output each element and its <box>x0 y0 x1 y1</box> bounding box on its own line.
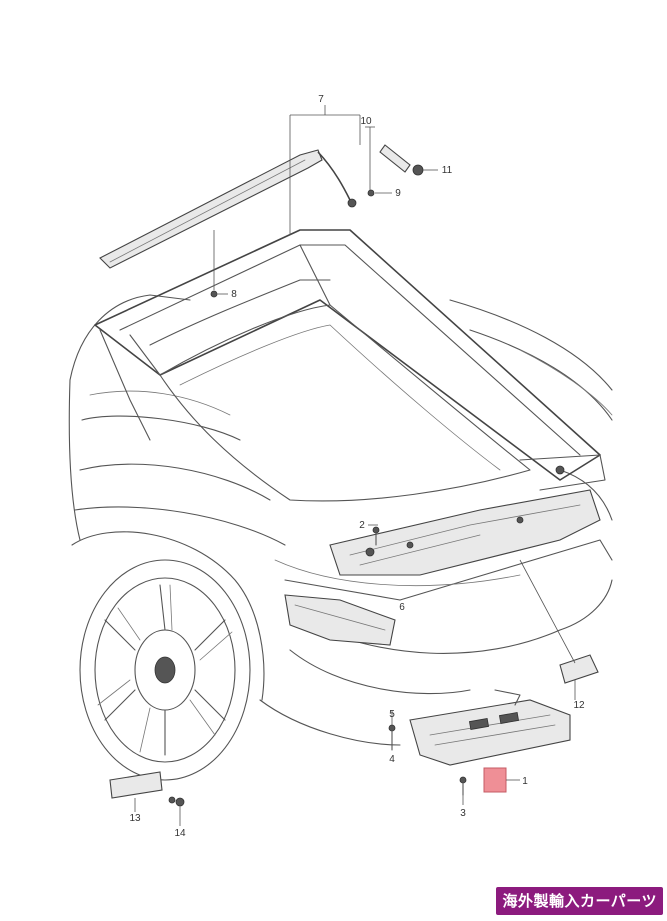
car-body-outline <box>68 294 613 746</box>
callout-6: 6 <box>399 602 405 613</box>
leader-lines <box>134 105 576 826</box>
callout-11: 11 <box>442 165 453 176</box>
lock-mechanism <box>329 454 606 576</box>
callout-8: 8 <box>231 289 237 300</box>
callout-4: 4 <box>389 754 395 765</box>
callout-7: 7 <box>318 94 324 105</box>
callout-5: 5 <box>389 709 395 720</box>
callout-1: 1 <box>522 776 528 787</box>
reflector-part <box>109 771 163 799</box>
rear-light-left <box>284 594 396 646</box>
callout-14: 14 <box>174 828 186 839</box>
callout-2: 2 <box>359 520 365 531</box>
callout-13: 13 <box>129 813 141 824</box>
switch-part <box>559 654 599 684</box>
license-plate-holder <box>409 689 571 766</box>
callouts: 7 10 11 9 8 2 12 5 4 3 1 13 14 6 <box>129 94 585 839</box>
callout-9: 9 <box>395 188 401 199</box>
watermark-badge: 海外製輸入カーパーツ <box>496 887 663 915</box>
fasteners <box>168 189 467 807</box>
wheel <box>79 559 251 781</box>
highlighted-part-marker <box>483 767 507 793</box>
seal-strip <box>99 149 323 269</box>
callout-10: 10 <box>360 116 372 127</box>
callout-3: 3 <box>460 808 466 819</box>
gas-strut <box>317 144 424 208</box>
engine-lid <box>94 229 601 502</box>
callout-12: 12 <box>573 700 585 711</box>
